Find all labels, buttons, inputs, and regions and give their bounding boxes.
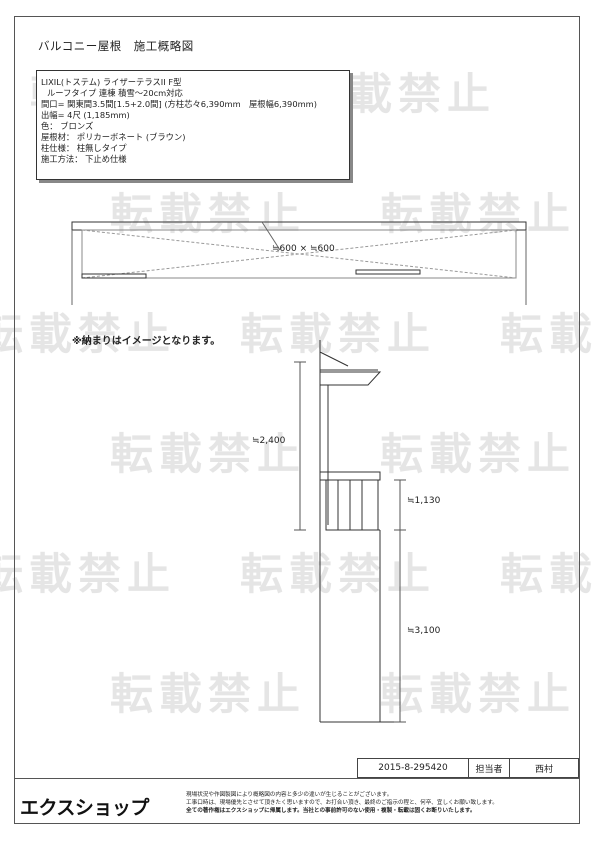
page-frame (14, 16, 580, 824)
notice-line: 全ての著作権はエクスショップに帰属します。当社との事前許可のない使用・複製・転載… (186, 808, 476, 814)
plan-bracket-right (355, 269, 421, 275)
section-view (294, 340, 406, 723)
note-text: ※納まりはイメージとなります。 (72, 336, 221, 347)
roof-eave (319, 351, 349, 367)
plan-view (71, 221, 527, 305)
notice-line: 現場状況や作図製図により概略図の内容と多少の違いが生じることがございます。 (186, 792, 393, 798)
plan-panel-label: ≒600 × ≒600 (272, 244, 335, 254)
railing (325, 479, 379, 531)
roof-profile (319, 371, 382, 386)
notice-line: 工事口時は、現場優先とさせて頂きたく思いますので、お打合い頂き、最終のご指示の程… (186, 800, 498, 806)
dim-total-height: ≒2,400 (252, 436, 286, 446)
spec-depth: 出幅= 4尺 (1,185mm) (41, 110, 130, 120)
spec-color: 色： ブロンズ (41, 121, 94, 131)
plan-diagonal-2 (81, 229, 517, 279)
plan-gutter (71, 221, 527, 231)
spec-install: 施工方法： 下止め仕様 (41, 154, 127, 164)
spec-roof-material: 屋根材： ポリカーボネート (ブラウン) (41, 132, 186, 142)
spec-box: LIXIL(トステム) ライザーテラスII F型 ルーフタイプ 連棟 積雪～20… (36, 70, 350, 180)
plan-joint-line (261, 221, 281, 251)
page-title: バルコニー屋根 施工概略図 (38, 39, 194, 53)
person-label: 担当者 (469, 759, 510, 777)
footer-info: 2015-8-295420 担当者 西村 (357, 758, 579, 778)
person-name: 西村 (534, 764, 553, 775)
plan-bracket-left (81, 273, 147, 279)
spec-product: LIXIL(トステム) ライザーテラスII F型 (41, 77, 182, 87)
company-logo: エクスショップ (20, 797, 149, 819)
rail-cap (319, 471, 381, 481)
footer-band (14, 778, 580, 825)
dim-rail-height: ≒1,130 (407, 496, 441, 506)
spec-post: 柱仕様： 柱無しタイプ (41, 143, 127, 153)
footer-notice: 現場状況や作図製図により概略図の内容と多少の違いが生じることがございます。 工事… (186, 791, 566, 815)
spec-type: ルーフタイプ 連棟 積雪～20cm対応 (47, 88, 183, 98)
spec-width: 間口= 関東間3.5間[1.5+2.0間] (方柱芯々6,390mm 屋根幅6,… (41, 99, 317, 109)
dim-floor-height: ≒3,100 (407, 626, 441, 636)
doc-number: 2015-8-295420 (358, 759, 469, 777)
plan-roof-outline (81, 229, 517, 279)
plan-diagonal-1 (81, 229, 517, 279)
